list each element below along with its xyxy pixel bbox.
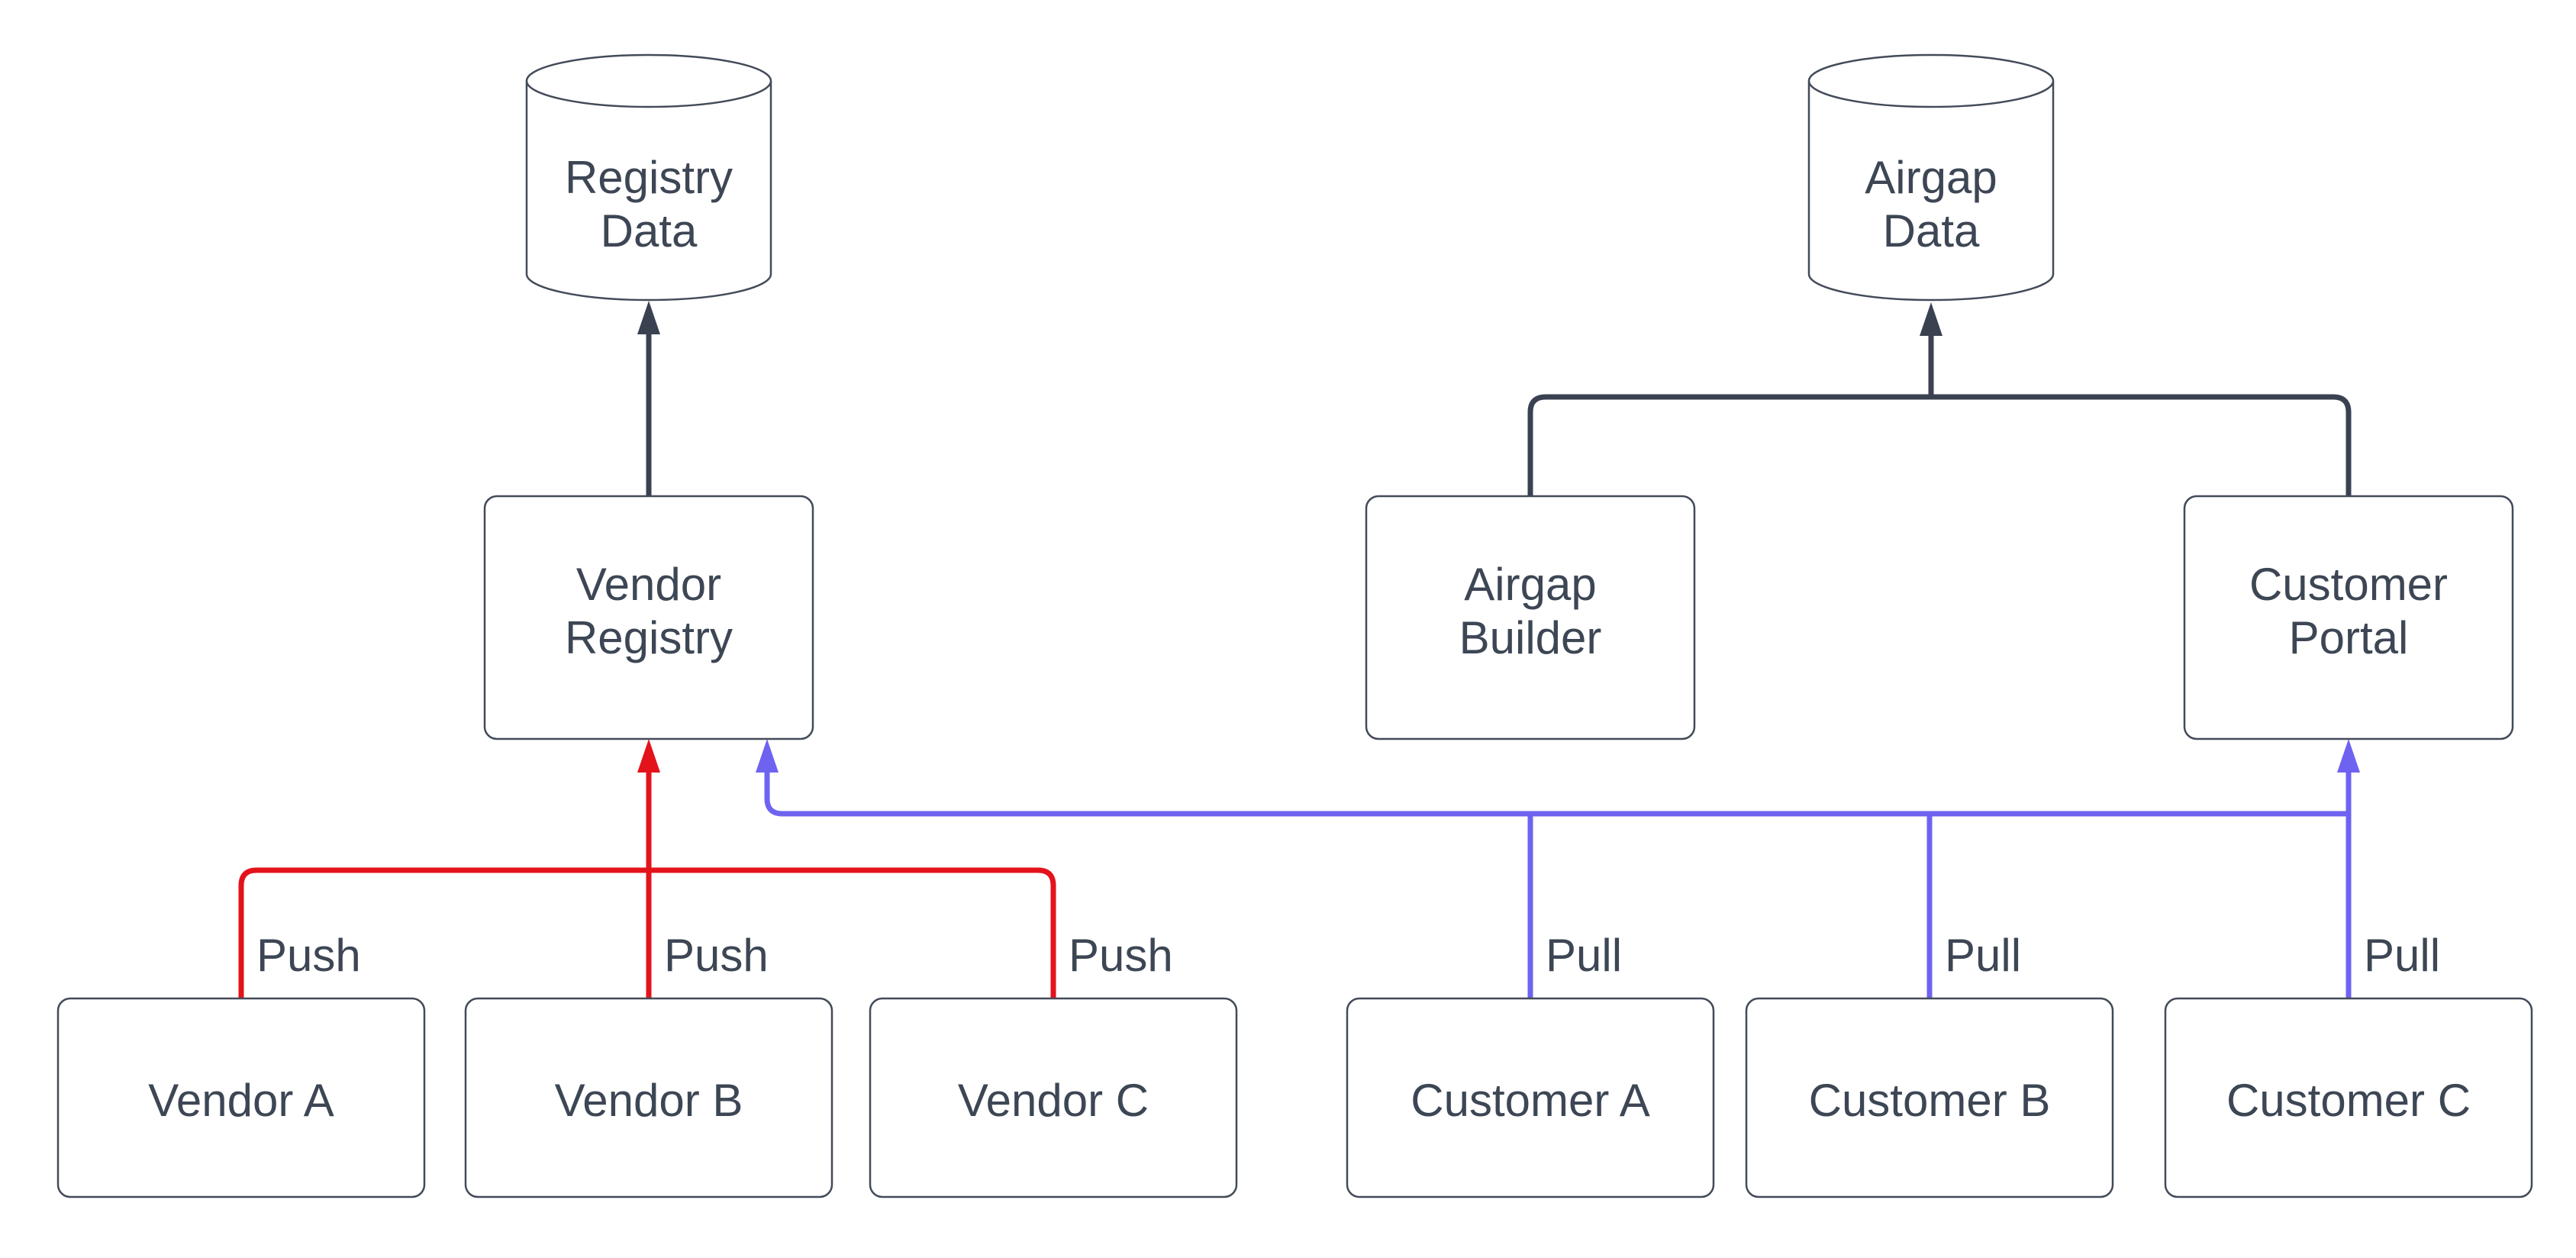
node-label: Data [601, 205, 698, 256]
node-vendor-registry: Vendor Registry [483, 495, 814, 740]
arrowhead-registry-data [637, 301, 660, 334]
node-label: Customer C [2226, 1075, 2471, 1126]
edge-label-push-2: Push [664, 930, 769, 981]
node-label: Data [1883, 205, 1980, 256]
edge-label-push-3: Push [1069, 930, 1173, 981]
node-label: Vendor A [148, 1075, 334, 1126]
edge-pull-trunk [756, 739, 2349, 817]
edge-label-pull-1: Pull [1546, 930, 1622, 981]
node-customer-portal: Customer Portal [2183, 495, 2514, 740]
edge-vendor-registry-to-registry-data [637, 301, 660, 496]
node-label: Airgap [1865, 152, 1997, 203]
node-label: Customer A [1411, 1075, 1649, 1126]
arrowhead-push-vendor-registry [637, 739, 660, 773]
cylinder-body [1807, 81, 2055, 302]
node-airgap-builder: Airgap Builder [1365, 495, 1696, 740]
arrowhead-airgap-data [1920, 302, 1942, 336]
cylinder-top [1807, 53, 2055, 108]
node-box [2164, 997, 2533, 1198]
edge-label-push-1: Push [256, 930, 361, 981]
node-label: Registry [565, 152, 733, 203]
node-box [869, 997, 1238, 1198]
node-box [483, 495, 814, 740]
edge-label-pull-3: Pull [2364, 930, 2440, 981]
node-box [1346, 997, 1715, 1198]
node-box [1365, 495, 1696, 740]
node-box [1745, 997, 2114, 1198]
node-customer-a: Customer A [1346, 997, 1715, 1198]
arrowhead-pull-vendor-registry [756, 739, 779, 773]
node-customer-c: Customer C [2164, 997, 2533, 1198]
edge-vendor-b-push [637, 739, 660, 998]
node-box [2183, 495, 2514, 740]
cylinder-body [525, 81, 772, 302]
node-registry-data: Registry Data [525, 53, 772, 302]
node-label: Portal [2289, 612, 2409, 663]
node-label: Customer B [1809, 1075, 2051, 1126]
node-label: Customer [2249, 559, 2448, 610]
node-label: Airgap [1464, 559, 1596, 610]
node-label: Vendor [576, 559, 721, 610]
arrowhead-pull-customer-portal [2337, 739, 2360, 773]
edge-merge-to-airgap-data [1920, 302, 1942, 397]
node-customer-b: Customer B [1745, 997, 2114, 1198]
node-vendor-c: Vendor C [869, 997, 1238, 1198]
edge-customer-portal-to-airgap-data [1931, 394, 2352, 496]
edge-customer-c-pull [2337, 739, 2360, 998]
node-vendor-a: Vendor A [56, 997, 426, 1198]
edge-label-pull-2: Pull [1945, 930, 2021, 981]
node-label: Registry [565, 612, 733, 663]
node-box [56, 997, 426, 1198]
node-airgap-data: Airgap Data [1807, 53, 2055, 302]
node-vendor-b: Vendor B [464, 997, 833, 1198]
node-box [464, 997, 833, 1198]
node-label: Vendor B [555, 1075, 743, 1126]
node-label: Builder [1459, 612, 1602, 663]
edge-airgap-builder-to-airgap-data [1527, 394, 1931, 496]
cylinder-top [525, 53, 772, 108]
edge-vendor-c-push [649, 867, 1056, 998]
edge-vendor-a-push [238, 867, 649, 998]
node-label: Vendor C [958, 1075, 1149, 1126]
